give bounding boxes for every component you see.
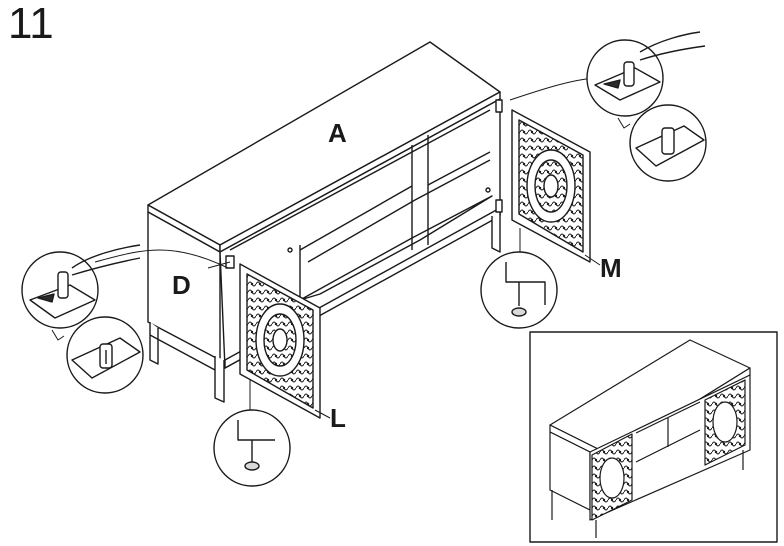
hinge-pin-icon	[57, 271, 69, 299]
hinge-pin-icon	[495, 199, 503, 213]
leveling-foot-icon	[511, 307, 527, 317]
detail-right-bottom	[629, 104, 707, 182]
detail-left-bottom	[66, 316, 144, 394]
cabinet-a	[147, 41, 503, 403]
part-label-l: L	[330, 403, 346, 433]
part-label-m: M	[600, 253, 622, 283]
step-number: 11	[8, 0, 54, 48]
detail-right-top	[586, 31, 706, 117]
detail-foot-l	[213, 409, 291, 487]
part-label-a: A	[328, 118, 347, 148]
hinge-pin-icon	[623, 61, 635, 87]
door-l	[239, 263, 321, 419]
hand-press-icon	[639, 31, 701, 53]
detail-left-top	[21, 244, 141, 329]
door-m	[511, 109, 591, 263]
part-label-d: D	[172, 270, 191, 300]
hinge-pin-icon	[661, 127, 675, 155]
leveling-foot-icon	[244, 461, 260, 471]
finished-preview	[529, 331, 778, 543]
hand-press-icon	[71, 244, 141, 269]
hinge-pin-icon	[495, 99, 503, 113]
detail-foot-m	[480, 251, 558, 329]
